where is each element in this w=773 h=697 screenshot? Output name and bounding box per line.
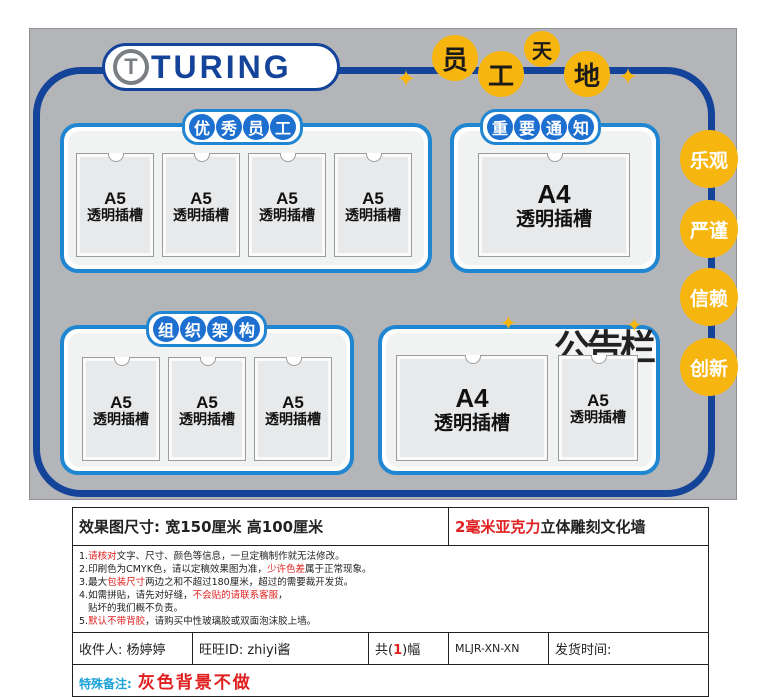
note-line: 3.最大包装尺寸两边之和不超过180厘米，超过的需要裁开发货。	[79, 577, 354, 588]
section-title-org-chart: 组 织 架 构	[146, 311, 267, 347]
spec-material: 2毫米亚克力立体雕刻文化墙	[448, 507, 709, 546]
butterfly-icon: ✦	[396, 65, 417, 93]
butterfly-icon: ✦	[618, 63, 639, 91]
spec-table: 效果图尺寸: 宽150厘米 高100厘米 2毫米亚克力立体雕刻文化墙 1.请核对…	[72, 507, 709, 697]
wangwang-id: 旺旺ID: zhiyi酱	[192, 632, 369, 665]
note-line: 5.默认不带背胶，请购买中性玻璃胶或双面泡沫胶上墙。	[79, 616, 317, 627]
section-title-excellent-staff: 优 秀 员 工	[182, 109, 303, 145]
note-line: 4.如需拼贴，请先对好缝，不会贴的请联系客服，	[79, 590, 288, 601]
note-line: 2.印刷色为CMYK色，请以定稿效果图为准，少许色差属于正常现象。	[79, 564, 372, 575]
note-line: 1.请核对文字、尺寸、颜色等信息，一旦定稿制作就无法修改。	[79, 551, 345, 562]
note-line: 贴坏的我们概不负责。	[79, 603, 184, 614]
value-circle: 严谨	[680, 200, 738, 258]
brand-name: TURING	[151, 48, 292, 85]
logo-mark-icon: T	[113, 49, 149, 85]
value-circle: 信赖	[680, 268, 738, 326]
recipient: 收件人: 杨婷婷	[72, 632, 193, 665]
butterfly-icon: ✦	[626, 313, 643, 337]
board-title-char: 地	[564, 51, 610, 97]
board-title-char: 工	[478, 51, 524, 97]
spec-size: 效果图尺寸: 宽150厘米 高100厘米	[72, 507, 449, 546]
brand-logo: T TURING	[102, 43, 340, 91]
spec-notes: 1.请核对文字、尺寸、颜色等信息，一旦定稿制作就无法修改。 2.印刷色为CMYK…	[72, 545, 709, 633]
special-note: 特殊备注:灰色背景不做	[72, 664, 709, 697]
value-circle: 创新	[680, 338, 738, 396]
value-circle: 乐观	[680, 130, 738, 188]
butterfly-icon: ✦	[500, 311, 517, 335]
board-title-char: 天	[524, 31, 560, 67]
ship-time: 发货时间:	[548, 632, 709, 665]
board-title-char: 员	[432, 35, 478, 81]
count: 共(1)幅	[368, 632, 449, 665]
section-title-important-notice: 重 要 通 知	[480, 109, 601, 145]
product-code: MLJR-XN-XN	[448, 632, 549, 665]
